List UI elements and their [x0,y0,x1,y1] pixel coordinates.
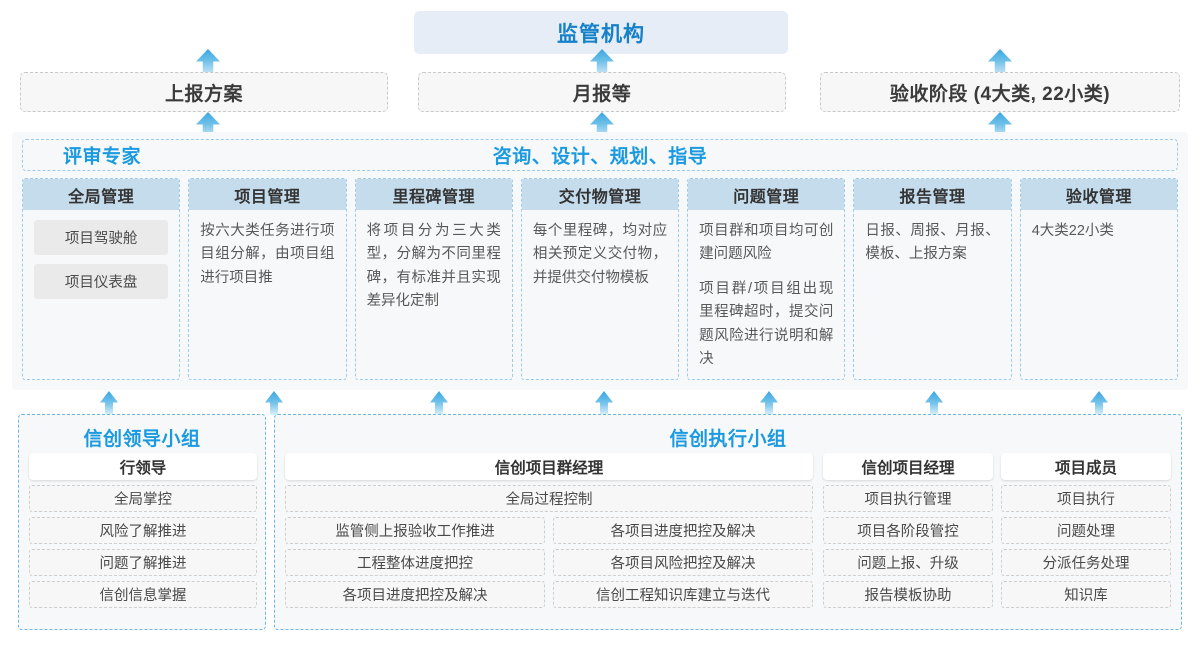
consulting-label: 咨询、设计、规划、指导 [492,146,708,168]
management-card[interactable]: 全局管理项目驾驶舱项目仪表盘 [22,178,181,380]
project-member-role-header: 项目成员 [1001,453,1171,480]
project-manager-column: 信创项目经理 项目执行管理项目各阶段管控问题上报、升级报告模板协助 [823,453,993,608]
leadership-item[interactable]: 问题了解推进 [29,549,257,576]
program-manager-role-header: 信创项目群经理 [285,453,813,480]
program-manager-item[interactable]: 工程整体进度把控 [285,549,545,576]
management-card-paragraph: 按六大类任务进行项目组分解，由项目组进行项目推 [200,223,335,286]
management-card-body: 项目驾驶舱项目仪表盘 [23,210,179,314]
leadership-group-panel: 信创领导小组 行领导 全局掌控风险了解推进问题了解推进信创信息掌握 [18,414,266,630]
leadership-item[interactable]: 全局掌控 [29,485,257,512]
management-card-body: 每个里程碑，均对应相关预定义交付物，并提供交付物模板 [522,210,678,296]
project-manager-item[interactable]: 问题上报、升级 [823,549,993,576]
arrow-up-to-issue-mgmt [760,391,778,415]
management-card-body: 按六大类任务进行项目组分解，由项目组进行项目推 [189,210,345,296]
management-card[interactable]: 验收管理 4大类22小类 [1019,178,1178,380]
project-member-column: 项目成员 项目执行问题处理分派任务处理知识库 [1001,453,1171,608]
management-card-paragraph: 项目群和项目均可创建问题风险 [699,223,834,263]
management-card-title: 项目管理 [189,179,346,210]
program-manager-item[interactable]: 监管侧上报验收工作推进 [285,517,545,544]
management-card-body: 4大类22小类 [1021,210,1177,249]
leadership-item[interactable]: 信创信息掌握 [29,581,257,608]
arrow-up-to-global-mgmt [100,391,118,415]
program-manager-item-row: 监管侧上报验收工作推进各项目进度把控及解决 [285,512,813,544]
leadership-item-list: 全局掌控风险了解推进问题了解推进信创信息掌握 [29,485,257,608]
arrow-up-to-milestone-mgmt [430,391,448,415]
management-card-title: 报告管理 [854,179,1011,210]
review-expert-label: 评审专家 [63,146,142,168]
leadership-role-header: 行领导 [29,453,257,480]
management-card[interactable]: 里程碑管理将项目分为三大类型，分解为不同里程碑，有标准并且实现差异化定制 [354,178,513,380]
platform-section-header: 评审专家 咨询、设计、规划、指导 [22,139,1178,171]
arrow-up-to-acceptance-mgmt [1090,391,1108,415]
report-row: 上报方案 月报等 验收阶段 (4大类, 22小类) [0,72,1200,112]
arrow-up-to-project-mgmt [265,391,283,415]
arrow-up-to-deliverable-mgmt [595,391,613,415]
program-manager-item-row: 工程整体进度把控各项目风险把控及解决 [285,544,813,576]
management-card[interactable]: 交付物管理每个里程碑，均对应相关预定义交付物，并提供交付物模板 [520,178,680,380]
leadership-item[interactable]: 风险了解推进 [29,517,257,544]
management-card-title: 交付物管理 [521,179,679,210]
program-manager-item[interactable]: 信创工程知识库建立与迭代 [553,581,813,608]
program-manager-item-rows: 监管侧上报验收工作推进各项目进度把控及解决工程整体进度把控各项目风险把控及解决各… [285,512,813,608]
management-card-title: 问题管理 [688,179,845,210]
report-box-acceptance[interactable]: 验收阶段 (4大类, 22小类) [820,72,1180,112]
management-card-body: 将项目分为三大类型，分解为不同里程碑，有标准并且实现差异化定制 [356,210,512,320]
project-manager-item-list: 项目执行管理项目各阶段管控问题上报、升级报告模板协助 [823,485,993,608]
management-card[interactable]: 报告管理日报、周报、月报、模板、上报方案 [853,178,1012,380]
project-member-item-list: 项目执行问题处理分派任务处理知识库 [1001,485,1171,608]
management-card-title: 里程碑管理 [355,179,512,210]
program-manager-item[interactable]: 各项目风险把控及解决 [553,549,813,576]
management-card-grid: 全局管理项目驾驶舱项目仪表盘项目管理按六大类任务进行项目组分解，由项目组进行项目… [22,178,1178,380]
project-manager-item[interactable]: 报告模板协助 [823,581,993,608]
report-box-plan[interactable]: 上报方案 [20,72,388,112]
management-card-pill[interactable]: 项目仪表盘 [34,264,169,299]
program-manager-column: 信创项目群经理 全局过程控制 监管侧上报验收工作推进各项目进度把控及解决工程整体… [285,453,813,608]
management-card-body: 日报、周报、月报、模板、上报方案 [854,210,1010,273]
management-card-paragraph: 4大类22小类 [1031,223,1114,239]
leadership-group-column: 行领导 全局掌控风险了解推进问题了解推进信创信息掌握 [29,453,257,608]
platform-section: 评审专家 咨询、设计、规划、指导 全局管理项目驾驶舱项目仪表盘项目管理按六大类任… [12,132,1188,390]
management-card-title: 验收管理 [1020,179,1177,210]
regulator-title-label: 监管机构 [557,22,645,46]
project-member-item[interactable]: 问题处理 [1001,517,1171,544]
project-manager-item[interactable]: 项目执行管理 [823,485,993,512]
execution-group-title: 信创执行小组 [669,429,787,450]
management-card-paragraph: 每个里程碑，均对应相关预定义交付物，并提供交付物模板 [532,223,668,286]
management-card-paragraph: 日报、周报、月报、模板、上报方案 [865,223,1000,263]
management-card-paragraph: 项目群/项目组出现里程碑超时，提交问题风险进行说明和解决 [699,280,834,368]
execution-group-panel: 信创执行小组 信创项目群经理 全局过程控制 监管侧上报验收工作推进各项目进度把控… [274,414,1182,630]
arrow-up-to-report-mgmt [925,391,943,415]
report-box-plan-label: 上报方案 [164,83,243,105]
program-manager-item[interactable]: 各项目进度把控及解决 [553,517,813,544]
management-card-title: 全局管理 [23,179,180,210]
management-card[interactable]: 项目管理按六大类任务进行项目组分解，由项目组进行项目推 [188,178,347,380]
project-manager-role-header: 信创项目经理 [823,453,993,480]
report-box-monthly[interactable]: 月报等 [418,72,786,112]
teams-section: 信创领导小组 行领导 全局掌控风险了解推进问题了解推进信创信息掌握 信创执行小组… [0,414,1200,636]
management-card-body: 项目群和项目均可创建问题风险项目群/项目组出现里程碑超时，提交问题风险进行说明和… [688,210,844,378]
project-member-item[interactable]: 分派任务处理 [1001,549,1171,576]
management-card-pill[interactable]: 项目驾驶舱 [34,220,169,255]
leadership-group-title: 信创领导小组 [83,429,201,450]
report-box-acceptance-label: 验收阶段 (4大类, 22小类) [889,83,1111,105]
project-member-item[interactable]: 知识库 [1001,581,1171,608]
report-box-monthly-label: 月报等 [572,83,632,105]
program-manager-item-row: 各项目进度把控及解决信创工程知识库建立与迭代 [285,576,813,608]
project-manager-item[interactable]: 项目各阶段管控 [823,517,993,544]
program-manager-item[interactable]: 各项目进度把控及解决 [285,581,545,608]
program-manager-full-item[interactable]: 全局过程控制 [285,485,813,512]
management-card-paragraph: 将项目分为三大类型，分解为不同里程碑，有标准并且实现差异化定制 [366,223,501,310]
project-member-item[interactable]: 项目执行 [1001,485,1171,512]
regulator-title-box: 监管机构 [414,11,788,54]
management-card[interactable]: 问题管理项目群和项目均可创建问题风险项目群/项目组出现里程碑超时，提交问题风险进… [687,178,846,380]
